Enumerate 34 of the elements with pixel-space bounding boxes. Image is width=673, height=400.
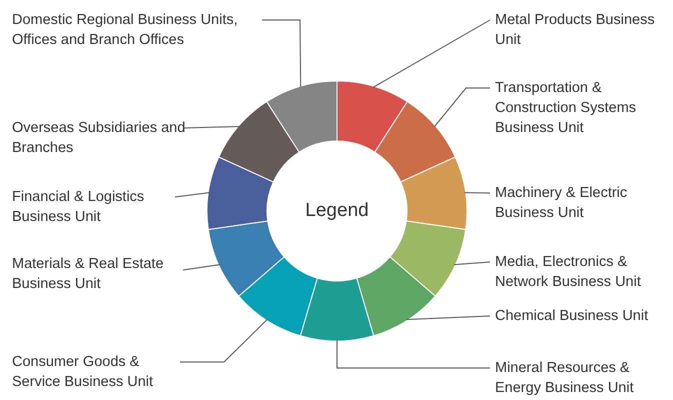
donut-segment xyxy=(300,278,374,342)
leader-line xyxy=(464,192,490,194)
donut-segment xyxy=(389,220,466,297)
leader-line xyxy=(372,20,490,88)
leader-line xyxy=(180,319,268,362)
segment-label: Transportation & Construction Systems Business Unit xyxy=(495,78,665,138)
donut-segment xyxy=(336,80,408,153)
leader-line xyxy=(454,262,490,266)
leader-line xyxy=(262,20,302,88)
leader-line xyxy=(434,88,490,128)
center-label: Legend xyxy=(304,199,370,223)
leader-line xyxy=(174,192,210,198)
segment-label: Chemical Business Unit xyxy=(495,306,673,326)
leader-line xyxy=(336,340,490,368)
segment-label: Machinery & Electric Business Unit xyxy=(495,183,665,223)
donut-segment xyxy=(356,256,436,336)
leader-line xyxy=(182,126,240,128)
donut-segment xyxy=(374,101,456,182)
donut-segment xyxy=(400,156,468,230)
donut-segment xyxy=(266,80,338,153)
donut-segment xyxy=(238,256,318,336)
segment-label: Consumer Goods & Service Business Unit xyxy=(12,352,182,392)
segment-label: Mineral Resources & Energy Business Unit xyxy=(495,358,665,398)
segment-label: Media, Electronics & Network Business Unit xyxy=(495,252,670,292)
segment-label: Financial & Logistics Business Unit xyxy=(12,187,182,227)
leader-line xyxy=(406,316,490,320)
donut-segment xyxy=(218,101,300,182)
donut-segment xyxy=(206,156,274,230)
leader-line xyxy=(182,264,220,270)
segment-label: Domestic Regional Business Units, Offices and Branch Offices xyxy=(12,10,267,50)
segment-label: Materials & Real Estate Business Unit xyxy=(12,254,190,294)
donut-segment xyxy=(208,220,285,297)
segment-label: Metal Products Business Unit xyxy=(495,10,665,50)
segment-label: Overseas Subsidiaries and Branches xyxy=(12,118,187,158)
